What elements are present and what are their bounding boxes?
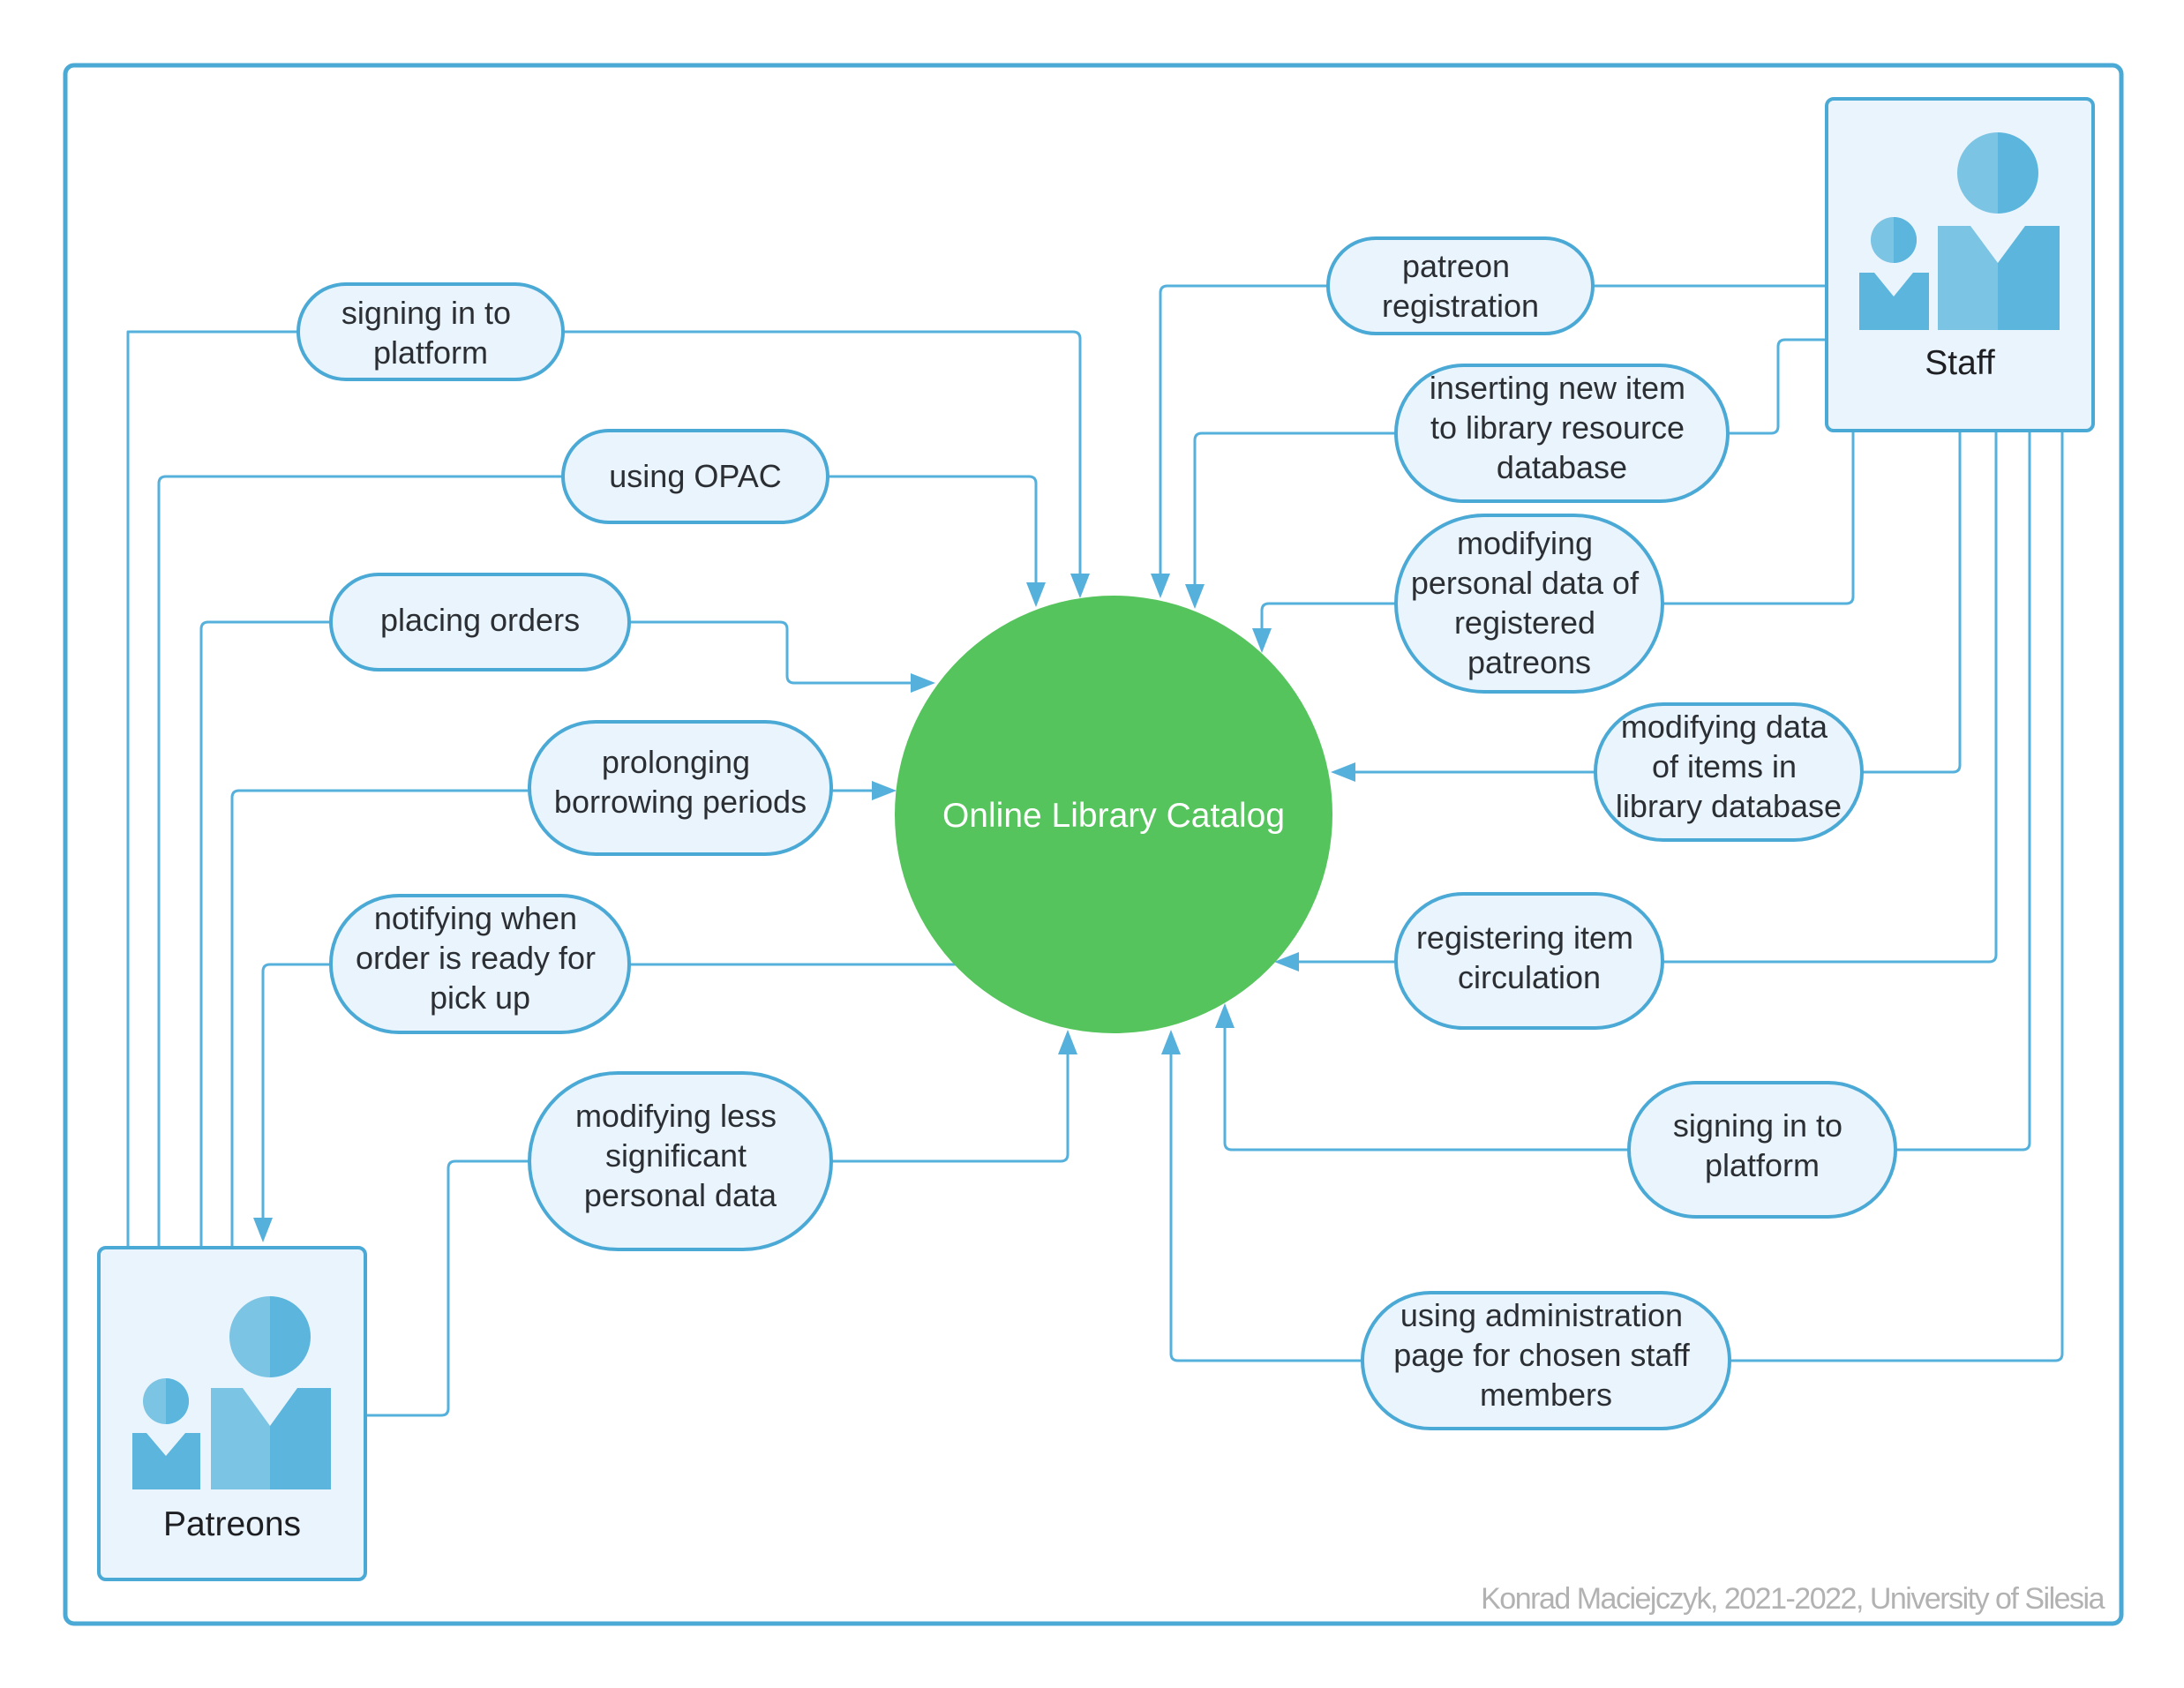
flow-placing-orders: placing orders — [329, 573, 631, 671]
svg-text:inserting new item to li: inserting new item to library resource d… — [1430, 370, 1694, 485]
catalog-label: Online Library Catalog — [942, 797, 1285, 835]
author-credit: Konrad Maciejczyk, 2021-2022, University… — [1481, 1582, 2105, 1616]
flow-using-opac: using OPAC — [561, 429, 829, 524]
staff-label: Staff — [1925, 344, 1995, 382]
svg-text:modifying data of items: modifying data of items in library datab… — [1616, 709, 1842, 824]
svg-text:placing orders: placing orders — [380, 602, 580, 638]
staff-connectors — [1151, 284, 2064, 1362]
svg-text:using OPAC: using OPAC — [609, 458, 781, 494]
flow-modifying-items: modifying data of items in library datab… — [1594, 702, 1864, 842]
svg-text:patreon registration: patreon registration — [1382, 248, 1539, 324]
online-library-catalog: Online Library Catalog — [895, 596, 1332, 1033]
svg-text:prolonging borrowing per: prolonging borrowing periods — [554, 744, 807, 820]
catalog-circle — [895, 596, 1332, 1033]
svg-text:signing in to platform: signing in to platform — [1673, 1107, 1851, 1183]
svg-text:modifying less significa: modifying less significant personal data — [575, 1098, 785, 1213]
flow-administration: using administration page for chosen sta… — [1361, 1291, 1731, 1430]
svg-text:using administration pag: using administration page for chosen sta… — [1393, 1297, 1699, 1413]
actor-staff: Staff — [1825, 97, 2095, 432]
flow-modifying-less: modifying less significant personal data — [528, 1071, 833, 1251]
svg-text:registering item circula: registering item circulation — [1416, 919, 1642, 995]
actor-patreons: Patreons — [97, 1246, 367, 1581]
flow-inserting-item: inserting new item to library resource d… — [1394, 364, 1730, 503]
flow-modifying-personal: modifying personal data of registered pa… — [1394, 514, 1664, 694]
flow-prolonging: prolonging borrowing periods — [528, 720, 833, 856]
flow-patreon-registration: patreon registration — [1326, 236, 1595, 335]
flow-notifying: notifying when order is ready for pick u… — [329, 894, 631, 1034]
patreons-label: Patreons — [163, 1505, 301, 1543]
flow-patreon-signing-in: signing in to platform — [296, 282, 565, 381]
patreon-connectors — [126, 330, 1090, 1417]
svg-text:notifying when order is: notifying when order is ready for pick u… — [356, 900, 604, 1016]
flow-staff-signing-in: signing in to platform — [1627, 1081, 1897, 1219]
users-icon — [132, 1296, 331, 1489]
svg-text:modifying personal data: modifying personal data of registered pa… — [1411, 525, 1647, 680]
flow-registering-circulation: registering item circulation — [1394, 892, 1664, 1030]
svg-text:signing in to platform: signing in to platform — [341, 295, 520, 371]
diagram-frame — [63, 63, 2124, 1626]
users-icon — [1859, 132, 2060, 330]
